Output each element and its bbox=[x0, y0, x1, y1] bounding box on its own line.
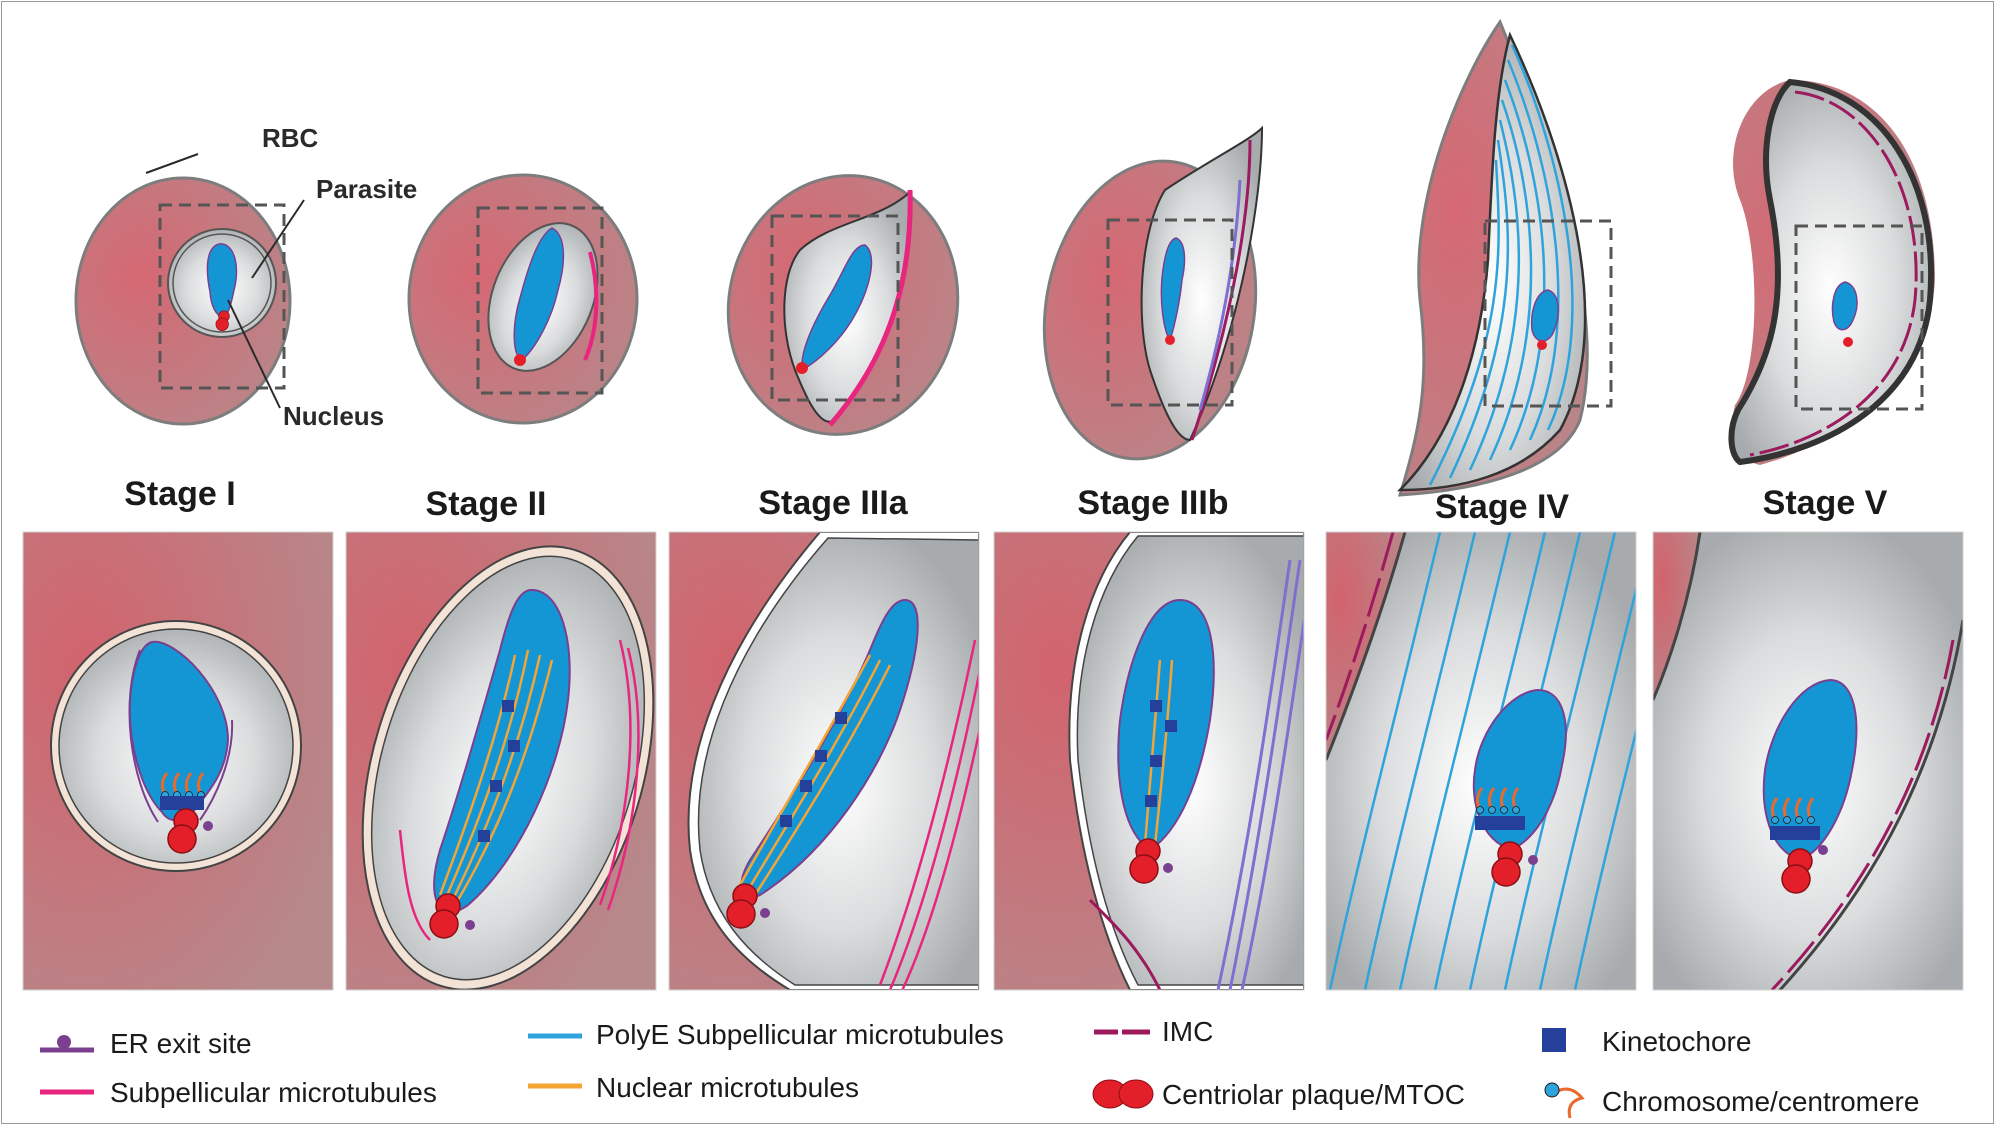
legend-label-nuclear-microtubules: Nuclear microtubules bbox=[596, 1072, 859, 1103]
stage-4-cell bbox=[1396, 18, 1613, 497]
legend-label-polye-microtubules: PolyE Subpellicular microtubules bbox=[596, 1019, 1004, 1050]
callout-nucleus: Nucleus bbox=[283, 401, 384, 431]
stage-3a-title: Stage IIIa bbox=[758, 484, 908, 522]
callout-rbc: RBC bbox=[262, 123, 319, 153]
stage-5-title: Stage V bbox=[1763, 484, 1888, 522]
legend: ER exit site Subpellicular microtubules … bbox=[40, 1016, 1919, 1119]
callout-parasite: Parasite bbox=[316, 174, 417, 204]
legend-label-chromosome: Chromosome/centromere bbox=[1602, 1086, 1919, 1117]
stage-3a-cell bbox=[726, 174, 960, 436]
chromosome-icon bbox=[1544, 1082, 1585, 1119]
kinetochore-icon bbox=[1542, 1028, 1566, 1052]
stage-2-panel-border bbox=[345, 531, 657, 991]
stage-1-title: Stage I bbox=[124, 475, 235, 513]
stage-3b-title: Stage IIIb bbox=[1077, 484, 1228, 522]
stage-2-title: Stage II bbox=[426, 485, 547, 523]
mtoc-icon bbox=[1092, 1079, 1154, 1109]
legend-label-er-exit-site: ER exit site bbox=[110, 1028, 252, 1059]
stage-3a-detail-panel bbox=[669, 532, 979, 990]
legend-label-kinetochore: Kinetochore bbox=[1602, 1026, 1751, 1057]
stage-2-detail-panel bbox=[346, 532, 656, 990]
stage-5-detail-panel bbox=[1653, 532, 1963, 990]
legend-label-imc: IMC bbox=[1162, 1016, 1213, 1047]
stage-3b-cell bbox=[1042, 125, 1264, 461]
stage-1-cell bbox=[74, 153, 305, 426]
stage-4-detail-panel bbox=[1326, 532, 1636, 990]
stage-5-cell bbox=[1728, 78, 1935, 466]
stage-5-panel-border bbox=[1652, 531, 1964, 991]
stage-3a-panel-border bbox=[668, 531, 980, 991]
stage-1-panel-border bbox=[22, 531, 334, 991]
stage-4-panel-border bbox=[1325, 531, 1637, 991]
legend-label-subpellicular-microtubules: Subpellicular microtubules bbox=[110, 1077, 437, 1108]
stage-3b-panel-border bbox=[993, 531, 1305, 991]
stage-2-cell bbox=[407, 173, 639, 425]
legend-label-mtoc: Centriolar plaque/MTOC bbox=[1162, 1079, 1465, 1110]
stage-1-detail-panel bbox=[23, 532, 333, 990]
stage-3b-detail-panel bbox=[994, 532, 1304, 990]
stage-4-title: Stage IV bbox=[1435, 488, 1569, 526]
er-exit-site-icon bbox=[40, 1035, 94, 1053]
